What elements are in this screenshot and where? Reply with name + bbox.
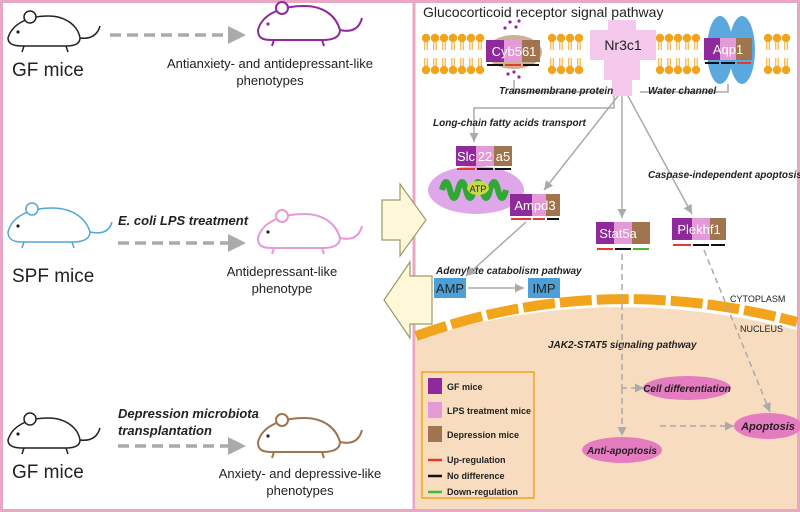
label-nucleus: NUCLEUS (740, 324, 783, 334)
imp-label: IMP (532, 281, 555, 296)
row3-mouse-label: GF mice (12, 462, 84, 483)
mouse-gf-2-icon (7, 412, 101, 455)
nr3c1-arrows (469, 95, 693, 218)
legend-dep: Depression mice (447, 430, 519, 440)
nuclear-arrows (617, 249, 771, 436)
legend-down: Down-regulation (447, 487, 518, 497)
row3-arrow (118, 437, 246, 455)
apoptosis-label: Apoptosis (740, 421, 795, 433)
cyb561-protein (486, 19, 542, 79)
ampd3-label: Ampd3 (514, 198, 555, 213)
row3-outcome-1: Anxiety- and depressive-like (219, 466, 382, 481)
label-cytoplasm: CYTOPLASM (730, 294, 785, 304)
imp-box (528, 278, 560, 298)
mitochondrion (428, 166, 524, 214)
cell-diff-node (643, 376, 731, 400)
legend-gf: GF mice (447, 382, 483, 392)
row2-treatment: E. coli LPS treatment (118, 213, 249, 228)
label-lcfa: Long-chain fatty acids transport (433, 118, 586, 129)
pathway-title: Glucocorticoid receptor signal pathway (423, 4, 663, 20)
row1-outcome-2: phenotypes (236, 73, 304, 88)
row3-outcome-2: phenotypes (266, 483, 334, 498)
amp-box (434, 278, 466, 298)
aqp1-label: Aqp1 (713, 42, 743, 57)
arrow-left-big (383, 260, 433, 340)
mouse-depression-brown-icon (256, 413, 363, 459)
legend-lps: LPS treatment mice (447, 406, 531, 416)
row2-mouse-label: SPF mice (12, 266, 94, 287)
amp-label: AMP (436, 281, 464, 296)
anti-apoptosis-label: Anti-apoptosis (586, 446, 657, 457)
stat5a-label: Stat5a (599, 226, 637, 241)
nr3c1-receptor (590, 20, 656, 96)
row2-outcome-1: Antidepressant-like (227, 264, 338, 279)
stat5a-box (596, 222, 650, 250)
slc-label-b: 22 (478, 149, 492, 164)
adenylate-arrows (465, 221, 527, 293)
label-adenylate: Adenylate catabolism pathway (435, 266, 582, 277)
mouse-gf-1-icon (7, 10, 101, 53)
legend (421, 371, 535, 499)
arrow-right-big (381, 182, 427, 258)
pathway-panel-frame (412, 0, 800, 512)
row3-treatment-1: Depression microbiota (118, 406, 259, 421)
cyb561-label: Cyb561 (492, 44, 537, 59)
legend-up: Up-regulation (447, 455, 506, 465)
aqp1-protein (704, 16, 755, 84)
bracket-cyb561 (513, 80, 602, 93)
label-caspase: Caspase-independent apoptosis (648, 170, 800, 181)
plekhf1-box (672, 218, 726, 246)
ampd3-box (510, 194, 560, 220)
slc22a5-box (456, 146, 512, 170)
label-transmembrane: Transmembrane protein (499, 86, 613, 97)
legend-nodiff: No difference (447, 471, 505, 481)
row2-arrow (118, 234, 246, 252)
row1-arrow (110, 26, 246, 44)
plekhf1-label: Plekhf1 (677, 222, 720, 237)
atp-label: ATP (470, 184, 487, 194)
nr3c1-label: Nr3c1 (604, 37, 642, 53)
cell-diff-label: Cell differentiation (643, 384, 731, 395)
slc-label-c: a5 (496, 149, 510, 164)
row3-treatment-2: transplantation (118, 423, 212, 438)
row1-outcome-1: Antianxiety- and antidepressant-like (167, 56, 373, 71)
mouse-gf-purple-icon (256, 1, 363, 47)
anti-apoptosis-node (582, 437, 662, 463)
bracket-aqp1 (640, 84, 729, 93)
row1-mouse-label: GF mice (12, 60, 84, 81)
slc-label-a: Slc (457, 149, 476, 164)
apoptosis-node (734, 413, 800, 439)
nuclear-envelope (414, 294, 799, 341)
mouse-spf-icon (7, 202, 113, 249)
mouse-lps-pink-icon (256, 209, 363, 255)
label-water-channel: Water channel (648, 86, 716, 97)
row2-outcome-2: phenotype (252, 281, 313, 296)
